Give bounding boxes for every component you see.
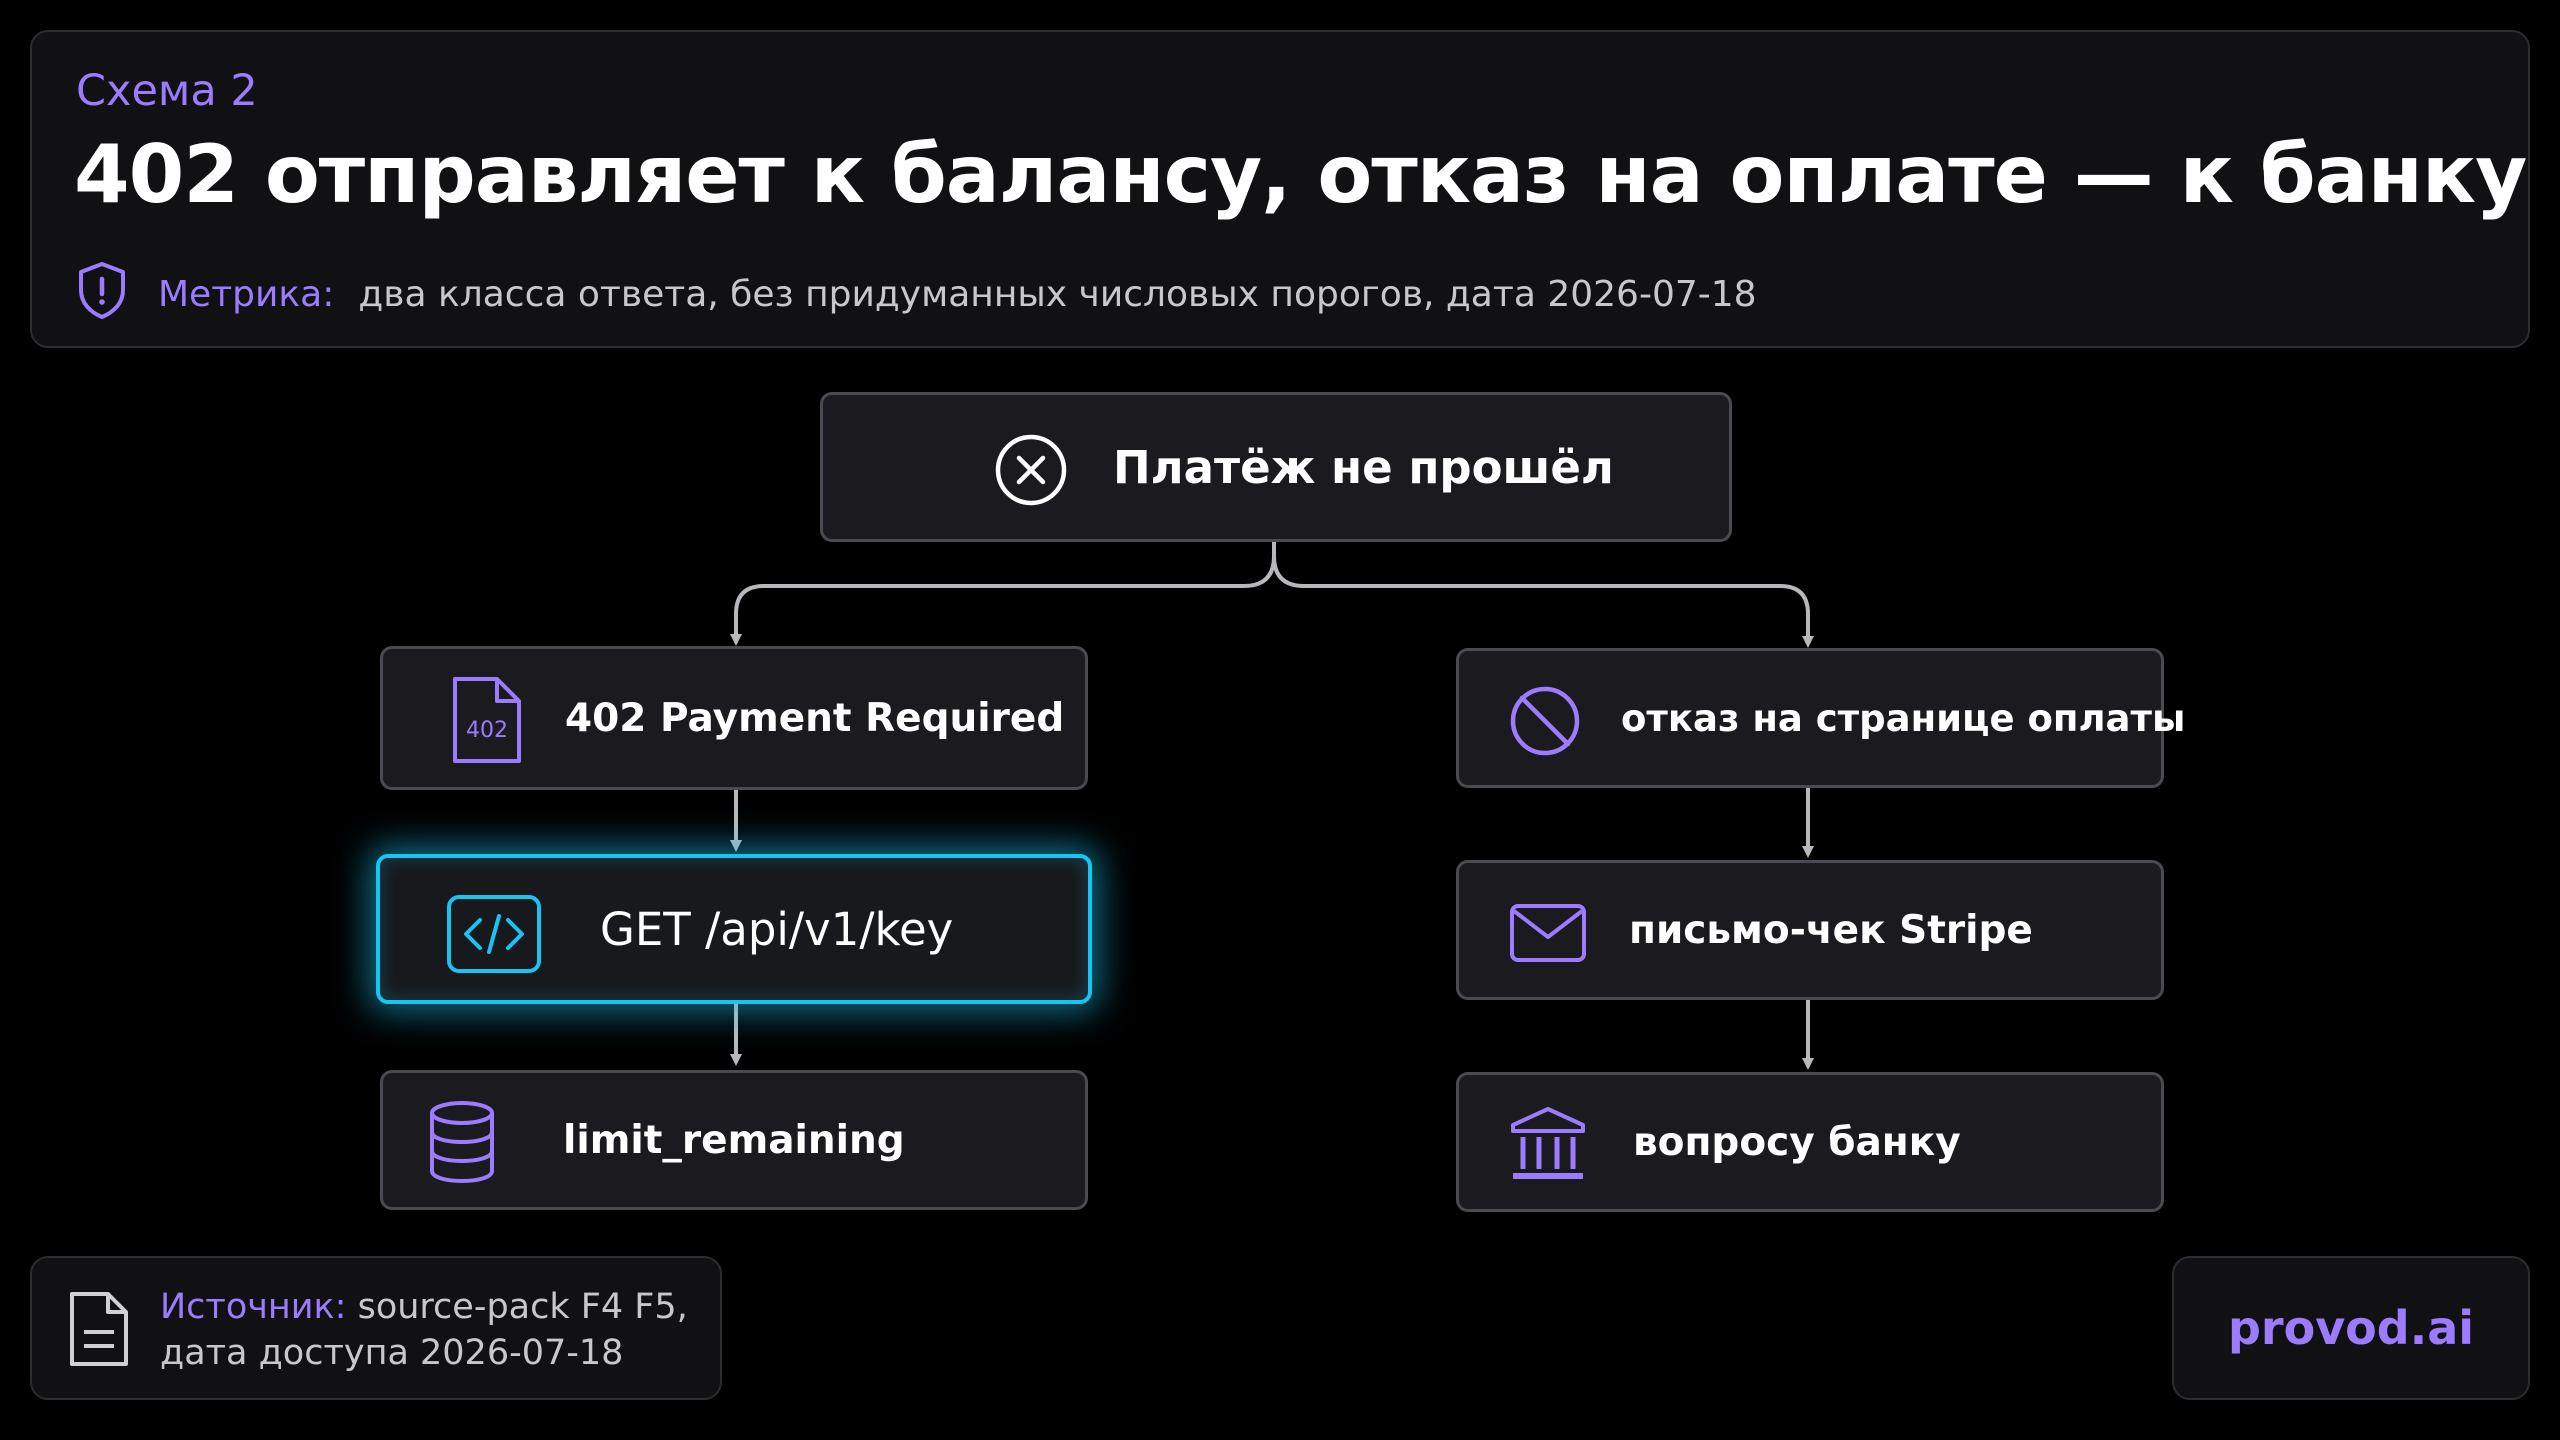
metric-text: два класса ответа, без придуманных число… — [358, 274, 1757, 315]
source-line-2: дата доступа 2026-07-18 — [160, 1333, 624, 1373]
source-panel: Источник: source-pack F4 F5, дата доступ… — [30, 1256, 722, 1400]
root-node[interactable]: Платёж не прошёл — [820, 392, 1732, 542]
code-icon — [446, 894, 542, 974]
branch-connector-left — [730, 542, 1276, 646]
node-limit-remaining[interactable]: limit_remaining — [380, 1070, 1088, 1210]
x-circle-icon — [993, 432, 1069, 508]
node-payment-page-refusal-label: отказ на странице оплаты — [1621, 696, 2186, 740]
brand-panel: provod.ai — [2172, 1256, 2530, 1400]
brand-logo-text[interactable]: provod.ai — [2227, 1301, 2474, 1355]
node-get-api-key[interactable]: GET /api/v1/key — [376, 854, 1092, 1004]
metric-row: Метрика: два класса ответа, без придуман… — [76, 260, 1757, 329]
node-payment-page-refusal[interactable]: отказ на странице оплаты — [1456, 648, 2185, 788]
node-ask-bank-label: вопросу банку — [1633, 1119, 1961, 1165]
node-402-label: 402 Payment Required — [565, 695, 1065, 741]
ban-icon — [1509, 685, 1581, 757]
document-icon — [68, 1290, 130, 1372]
database-icon — [427, 1099, 497, 1185]
node-limit-remaining-label: limit_remaining — [563, 1117, 905, 1163]
shield-alert-icon — [76, 260, 128, 329]
header-panel: Схема 2 402 отправляет к балансу, отказ … — [30, 30, 2530, 348]
node-stripe-receipt-email[interactable]: письмо-чек Stripe — [1456, 860, 2164, 1000]
mail-icon — [1509, 903, 1587, 963]
node-stripe-receipt-email-label: письмо-чек Stripe — [1629, 907, 2033, 953]
file-402-icon-text: 402 — [466, 718, 508, 743]
page-title: 402 отправляет к балансу, отказ на оплат… — [74, 128, 2527, 221]
source-label: Источник: — [160, 1287, 347, 1327]
metric-label: Метрика: — [158, 274, 335, 315]
node-get-api-key-label: GET /api/v1/key — [600, 902, 954, 956]
bank-icon — [1509, 1105, 1587, 1183]
source-line-1: source-pack F4 F5, — [346, 1287, 688, 1327]
root-node-label: Платёж не прошёл — [1113, 440, 1614, 494]
source-text: Источник: source-pack F4 F5, дата доступ… — [160, 1284, 688, 1376]
branch-connector-right — [1272, 542, 1814, 648]
node-ask-bank[interactable]: вопросу банку — [1456, 1072, 2164, 1212]
node-402-payment-required[interactable]: 402 402 Payment Required — [380, 646, 1088, 790]
file-402-icon: 402 — [449, 675, 523, 765]
scheme-kicker: Схема 2 — [76, 66, 258, 116]
